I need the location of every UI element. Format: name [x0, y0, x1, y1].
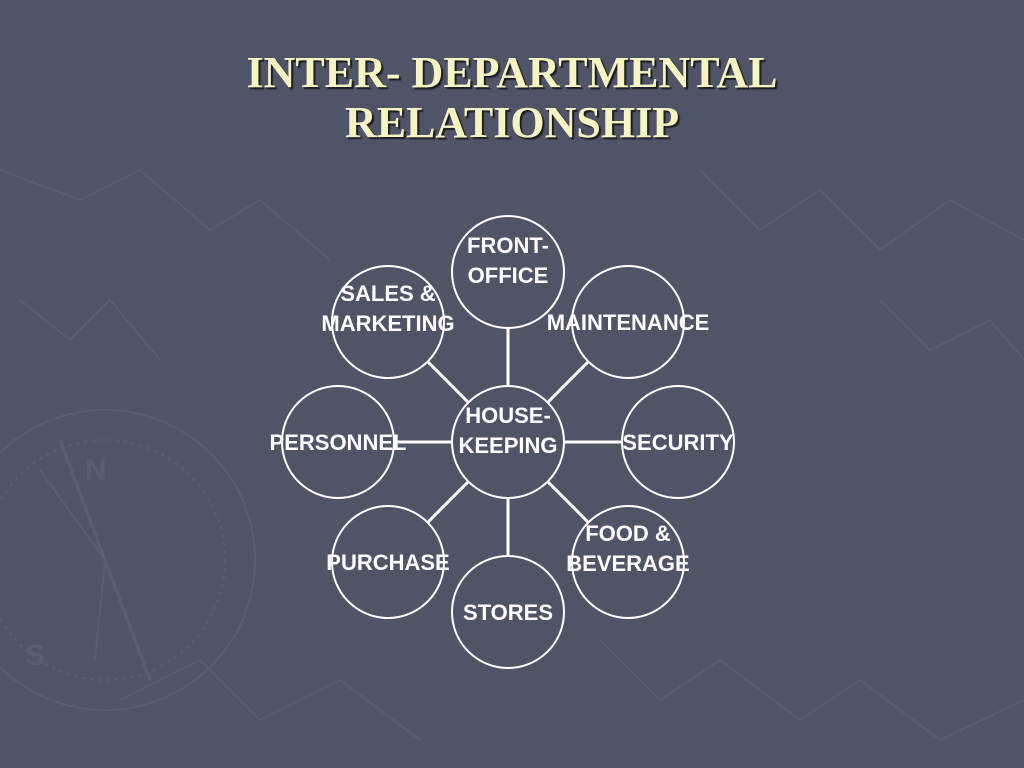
node-label-stores: STORES	[463, 600, 553, 625]
slide-title: INTER- DEPARTMENTAL RELATIONSHIP	[112, 48, 912, 148]
node-label-housekeeping: HOUSE- KEEPING	[458, 403, 557, 458]
node-circle-maintenance	[571, 265, 685, 379]
node-circle-purchase	[331, 505, 445, 619]
svg-text:N: N	[85, 454, 107, 487]
connector-purchase	[426, 480, 470, 524]
compass-icon: N S	[0, 409, 256, 711]
node-label-line: SALES &	[340, 281, 435, 306]
title-line-2: RELATIONSHIP	[344, 98, 680, 147]
node-label-line: MAINTENANCE	[547, 310, 710, 335]
node-circle-food-beverage	[571, 505, 685, 619]
node-label-purchase: PURCHASE	[326, 550, 449, 575]
connectors	[394, 328, 622, 556]
node-label-line: STORES	[463, 600, 553, 625]
node-label-front-office: FRONT- OFFICE	[467, 233, 549, 288]
connector-sales-marketing	[426, 360, 470, 404]
labels: FRONT- OFFICE MAINTENANCE SECURITY FOOD & BEV…	[270, 233, 734, 625]
title-line-1: INTER- DEPARTMENTAL	[246, 48, 778, 97]
node-label-line: OFFICE	[468, 263, 549, 288]
node-label-line: FRONT-	[467, 233, 549, 258]
node-circle-personnel	[281, 385, 395, 499]
node-circle-sales-marketing	[331, 265, 445, 379]
node-label-line: BEVERAGE	[566, 551, 689, 576]
node-circle-stores	[451, 555, 565, 669]
node-label-line: HOUSE-	[465, 403, 551, 428]
circles	[281, 215, 735, 669]
node-label-personnel: PERSONNEL	[270, 430, 407, 455]
node-circle-security	[621, 385, 735, 499]
node-label-sales-marketing: SALES & MARKETING	[321, 281, 454, 336]
node-label-line: SECURITY	[622, 430, 734, 455]
node-label-line: MARKETING	[321, 311, 454, 336]
node-circle-housekeeping	[451, 385, 565, 499]
node-label-line: PURCHASE	[326, 550, 449, 575]
node-label-food-beverage: FOOD & BEVERAGE	[566, 521, 689, 576]
node-label-line: FOOD &	[585, 521, 671, 546]
node-label-security: SECURITY	[622, 430, 734, 455]
node-label-line: PERSONNEL	[270, 430, 407, 455]
node-label-maintenance: MAINTENANCE	[547, 310, 710, 335]
node-circle-front-office	[451, 215, 565, 329]
node-label-line: KEEPING	[458, 433, 557, 458]
svg-text:S: S	[25, 639, 45, 672]
connector-food-beverage	[546, 480, 590, 524]
connector-maintenance	[546, 360, 590, 404]
